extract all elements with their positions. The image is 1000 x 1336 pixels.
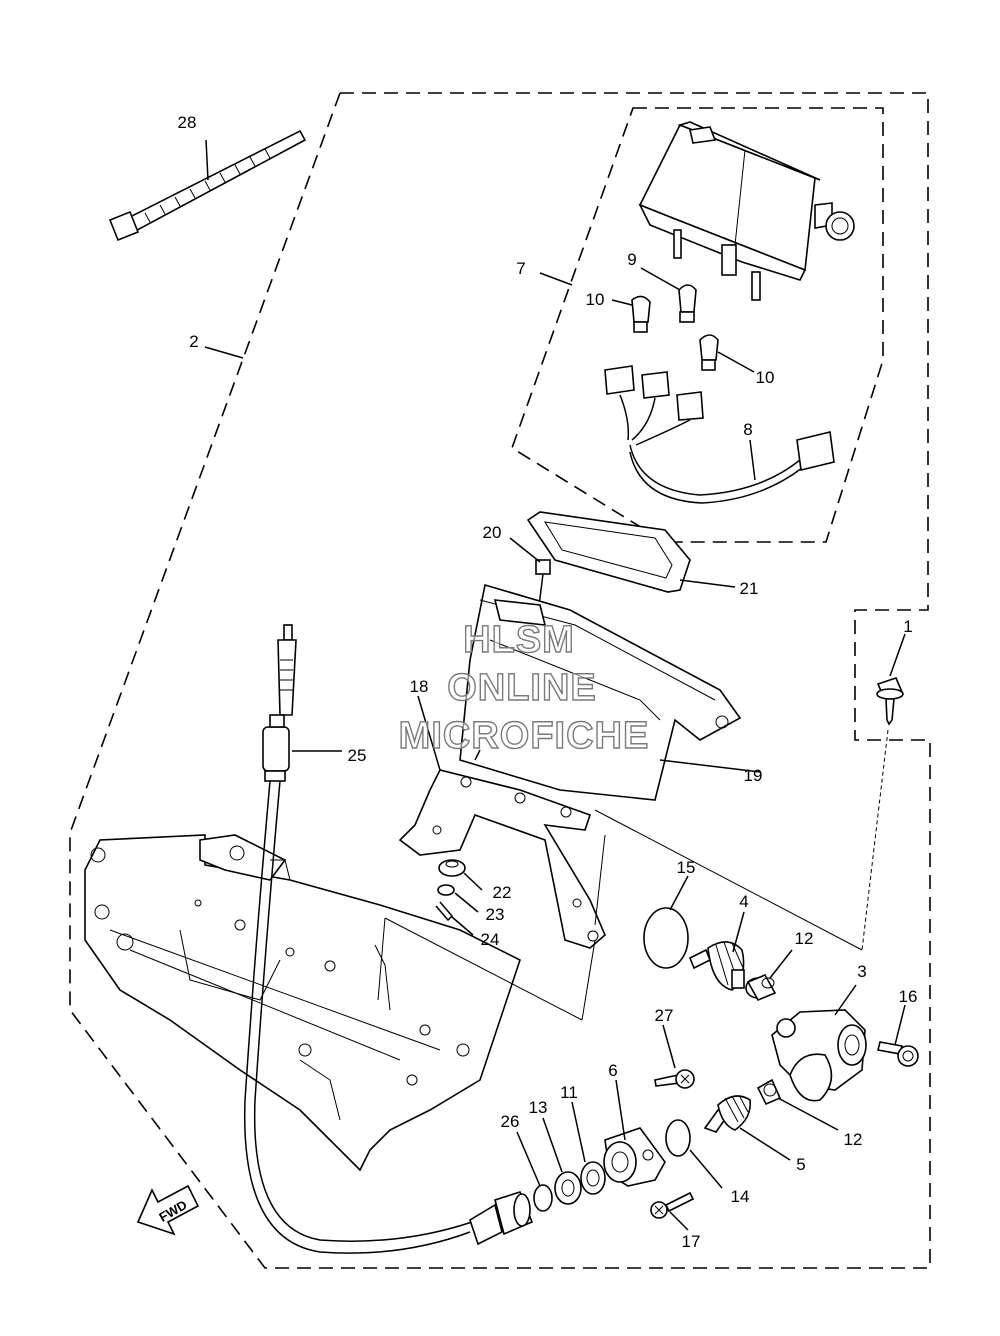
callout-9: 9	[627, 250, 636, 269]
meter-bracket-part	[398, 749, 606, 949]
watermark-line-2: ONLINE	[447, 667, 597, 709]
meter-assembly-part	[638, 121, 855, 301]
forward-arrow-icon: FWD	[136, 1184, 200, 1236]
o-ring-part-26	[533, 1184, 553, 1212]
grommet-part-22	[438, 859, 466, 877]
callout-5: 5	[796, 1155, 805, 1174]
callout-23: 23	[486, 905, 505, 924]
callout-24: 24	[481, 930, 500, 949]
bulb-part-10b	[699, 334, 719, 371]
callout-7: 7	[516, 259, 525, 278]
drive-gear-part-5	[703, 1095, 752, 1133]
bushing-part-12b	[756, 1078, 782, 1106]
bushing-part-12a	[745, 973, 777, 1002]
callout-19: 19	[744, 766, 763, 785]
callout-4: 4	[739, 892, 748, 911]
callout-12a: 12	[795, 929, 814, 948]
callout-2: 2	[189, 332, 198, 351]
assembly-outline-2	[69, 92, 931, 1269]
bearing-part-13	[554, 1171, 582, 1205]
screw-part-17	[650, 1191, 695, 1219]
meter-housing-part	[459, 583, 742, 801]
o-ring-part-14	[665, 1119, 691, 1157]
watermark: HLSM ONLINE MICROFICHE	[398, 618, 650, 757]
meter-bezel-part	[526, 511, 691, 593]
callout-25: 25	[348, 746, 367, 765]
callout-22: 22	[493, 883, 512, 902]
callout-27: 27	[655, 1006, 674, 1025]
washer-part-23	[437, 884, 455, 896]
driven-gear-part-4	[688, 941, 745, 991]
callout-1: 1	[903, 617, 912, 636]
callout-11: 11	[560, 1083, 578, 1102]
o-ring-part-15	[643, 907, 689, 969]
cable-end-part	[469, 1191, 534, 1246]
screw-part-27	[654, 1069, 695, 1089]
leader-lines	[204, 139, 906, 1231]
callout-13: 13	[529, 1098, 548, 1117]
speedometer-cable-part	[243, 624, 473, 1254]
callout-6: 6	[608, 1061, 617, 1080]
frame-part	[84, 834, 521, 1172]
clip-part-24	[435, 901, 454, 922]
bulb-part-9	[678, 284, 697, 323]
cable-tie-part	[108, 129, 307, 242]
callout-10a: 10	[586, 290, 605, 309]
callout-20: 20	[483, 523, 502, 542]
callout-10b: 10	[756, 368, 775, 387]
gear-box-part-3	[771, 1009, 867, 1102]
callout-28: 28	[178, 113, 197, 132]
callout-8: 8	[743, 420, 752, 439]
gear-housing-part-6	[603, 1127, 666, 1187]
assembly-outline-7	[511, 107, 884, 543]
washer-part-11	[580, 1161, 606, 1195]
callout-15: 15	[677, 858, 696, 877]
bolt-part-1	[876, 677, 904, 726]
callout-14: 14	[731, 1187, 750, 1206]
bulb-part-10a	[631, 295, 651, 333]
callout-18: 18	[410, 677, 429, 696]
callout-26: 26	[501, 1112, 520, 1131]
watermark-line-3: MICROFICHE	[399, 715, 650, 757]
callout-labels: 1 2 3 4 5 6 7 8 9 10 10 11 12 12 13 14 1…	[178, 113, 918, 1251]
callout-21: 21	[740, 579, 759, 598]
callout-12b: 12	[844, 1130, 863, 1149]
callout-17: 17	[682, 1232, 701, 1251]
watermark-line-1: HLSM	[463, 619, 575, 661]
callout-3: 3	[857, 962, 866, 981]
bolt-part-16	[877, 1041, 919, 1067]
callout-16: 16	[899, 987, 918, 1006]
wire-harness-part	[604, 365, 835, 504]
